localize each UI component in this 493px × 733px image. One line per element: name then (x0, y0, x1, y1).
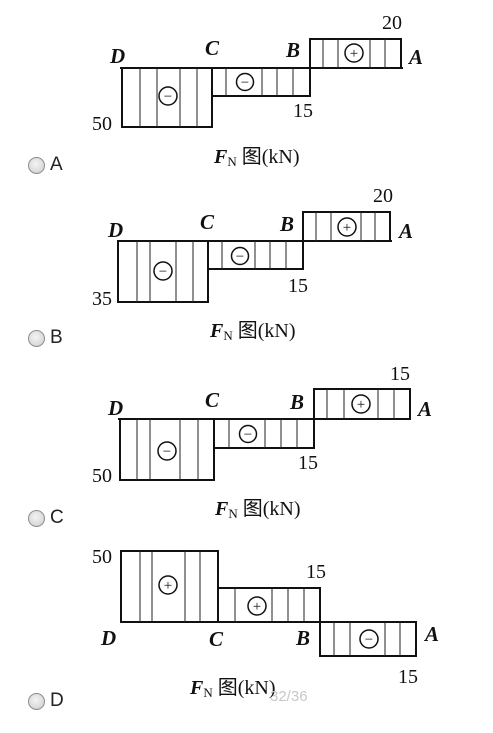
caption: FN 图(kN) (209, 320, 296, 343)
sign-circle-cb (235, 72, 255, 92)
option-label: D (50, 690, 64, 711)
option-label: B (50, 327, 63, 348)
hatch-dc (139, 551, 201, 622)
sign-dc: − (163, 444, 171, 460)
sign-ba: + (350, 46, 358, 62)
value-right: 15 (390, 363, 410, 385)
sign-circle-ba (359, 629, 379, 649)
value-right: 15 (398, 666, 418, 688)
value-left: 50 (92, 546, 112, 568)
value-right: 20 (373, 185, 393, 207)
segment-cb (217, 587, 321, 623)
sign-circle-dc (158, 86, 178, 106)
point-b: B (289, 390, 304, 414)
segment-dc (121, 67, 213, 128)
option-c-choice[interactable]: C (28, 507, 64, 529)
value-middle: 15 (298, 452, 318, 474)
value-middle: 15 (288, 275, 308, 297)
point-a: A (416, 397, 432, 421)
hatch-ba (322, 39, 386, 68)
page-counter: 32/36 (270, 688, 308, 705)
option-label: A (50, 154, 63, 175)
hatch-dc (136, 419, 199, 480)
point-b: B (295, 626, 310, 650)
hatch-cb (234, 588, 305, 622)
point-a: A (423, 622, 439, 646)
sign-ba: − (365, 632, 373, 648)
value-right: 20 (382, 12, 402, 34)
hatch-cb (221, 241, 287, 269)
sign-cb: − (241, 75, 249, 91)
segment-cb (213, 418, 315, 449)
caption: FN 图(kN) (189, 677, 276, 700)
sign-cb: − (244, 427, 252, 443)
segment-cb (211, 67, 311, 97)
segment-ba (319, 621, 417, 657)
sign-circle-ba (344, 43, 364, 63)
point-b: B (279, 212, 294, 236)
sign-circle-cb (247, 596, 267, 616)
sign-circle-ba (351, 394, 371, 414)
sign-ba: + (343, 220, 351, 236)
hatch-cb (225, 68, 294, 96)
segment-dc (117, 240, 209, 303)
point-c: C (209, 627, 224, 651)
point-a: A (397, 219, 413, 243)
segment-ba (302, 211, 391, 242)
sign-ba: + (357, 397, 365, 413)
radio-button[interactable] (28, 329, 45, 347)
point-c: C (205, 36, 220, 60)
segment-dc (120, 550, 219, 623)
point-a: A (407, 45, 423, 69)
sign-dc: − (164, 89, 172, 105)
sign-circle-dc (153, 261, 173, 281)
point-d: D (107, 396, 123, 420)
option-b-choice[interactable]: B (28, 327, 63, 349)
option-label: C (50, 507, 64, 528)
option-d-choice[interactable]: D (28, 690, 64, 712)
hatch-ba (333, 622, 401, 656)
hatch-dc (139, 68, 198, 127)
point-d: D (100, 626, 116, 650)
sign-cb: − (236, 249, 244, 265)
sign-circle-dc (157, 441, 177, 461)
point-d: D (109, 44, 125, 68)
value-middle: 15 (306, 561, 326, 583)
segment-ba (313, 388, 411, 420)
caption: FN 图(kN) (214, 498, 301, 521)
hatch-ba (326, 389, 395, 419)
sign-cb: + (253, 599, 261, 615)
hatch-cb (228, 419, 298, 448)
point-d: D (107, 218, 123, 242)
caption: FN 图(kN) (213, 146, 300, 169)
value-middle: 15 (293, 100, 313, 122)
sign-dc: − (159, 264, 167, 280)
radio-button[interactable] (28, 509, 45, 527)
axial-force-diagram-b: − − + D C B A 35 15 20 FN 图(kN) (92, 185, 413, 343)
hatch-ba (315, 212, 376, 241)
point-c: C (200, 210, 215, 234)
point-b: B (285, 38, 300, 62)
segment-dc (119, 418, 215, 481)
segment-ba (309, 38, 402, 69)
value-left: 50 (92, 465, 112, 487)
point-c: C (205, 388, 220, 412)
sign-circle-cb (238, 424, 258, 444)
sign-dc: + (164, 578, 172, 594)
radio-button[interactable] (28, 692, 45, 710)
hatch-dc (136, 241, 194, 302)
sign-circle-ba (337, 217, 357, 237)
option-a-choice[interactable]: A (28, 154, 63, 176)
value-left: 50 (92, 113, 112, 135)
radio-button[interactable] (28, 156, 45, 174)
axial-force-diagram-c: − − + D C B A 50 15 15 FN 图(kN) (92, 363, 432, 521)
sign-circle-cb (230, 246, 250, 266)
axial-force-diagram-a: − − + D C B A 50 15 20 FN 图(kN) (92, 12, 423, 169)
sign-circle-dc (158, 575, 178, 595)
value-left: 35 (92, 288, 112, 310)
